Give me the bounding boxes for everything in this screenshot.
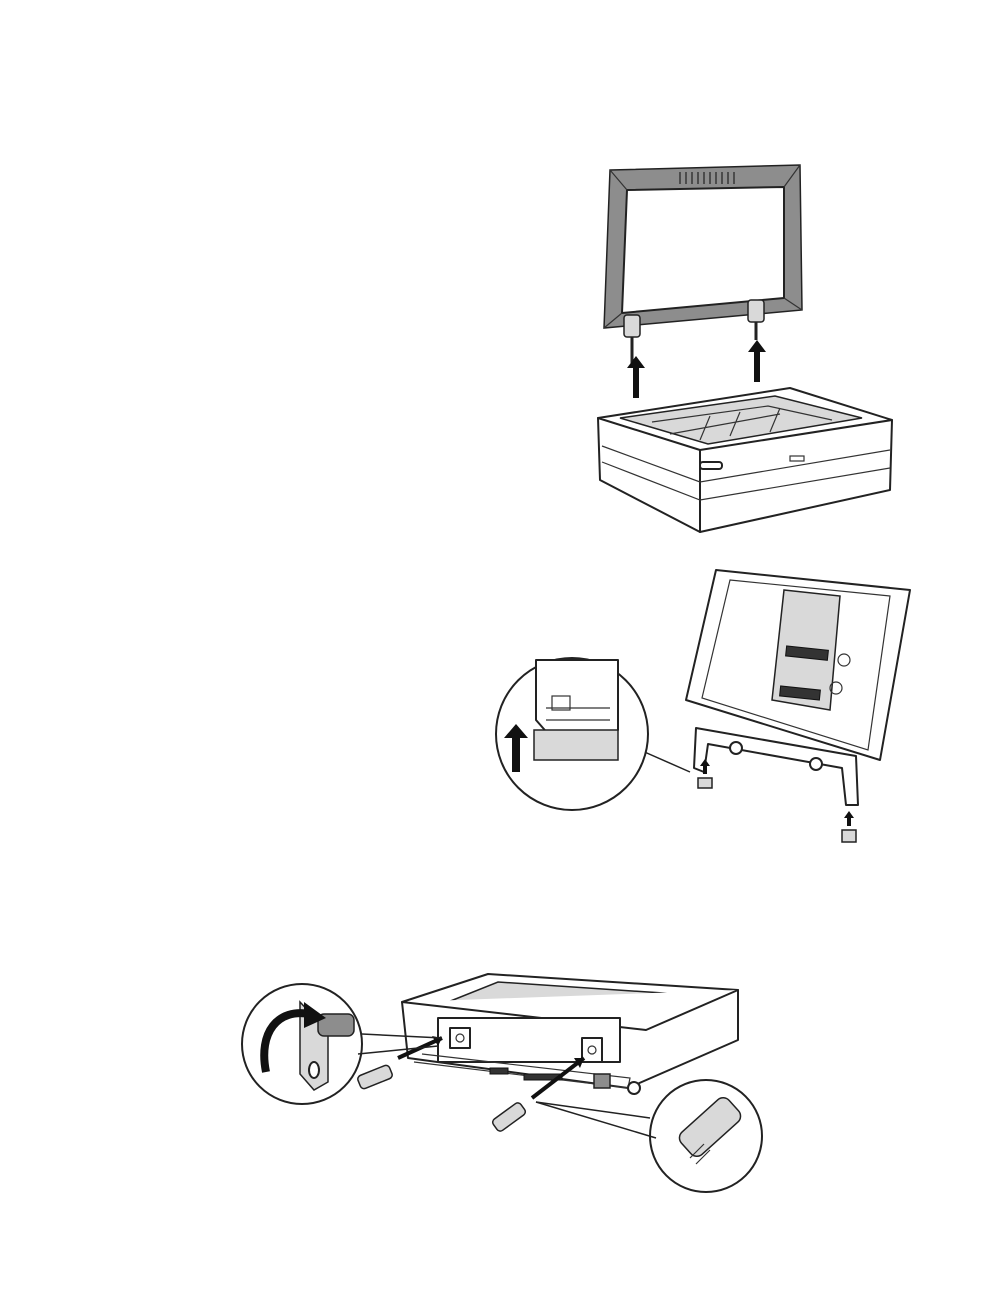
up-arrow-icon bbox=[748, 340, 766, 382]
document-cover bbox=[604, 165, 802, 365]
scanner-rear-body bbox=[402, 974, 738, 1094]
screw-zoom-inset bbox=[536, 1080, 762, 1192]
scanner-body bbox=[598, 388, 892, 532]
foot-zoom-inset bbox=[496, 658, 690, 810]
transportation-screw-illustration bbox=[238, 962, 768, 1197]
transportation-screw-1 bbox=[357, 1036, 442, 1090]
scanner-cover-removal-illustration bbox=[580, 150, 910, 540]
up-arrow-icon bbox=[844, 811, 854, 826]
up-arrow-icon bbox=[627, 356, 645, 398]
adf-feet-removal-illustration bbox=[490, 560, 920, 855]
foot-right bbox=[842, 811, 856, 842]
